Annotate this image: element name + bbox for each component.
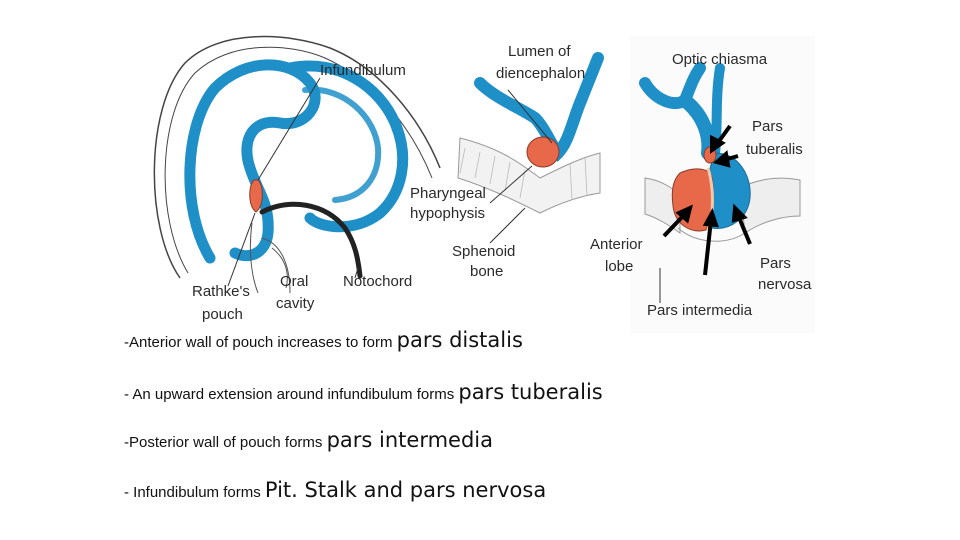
panel-embryo: Infundibulum Rathke's pouch Oral cavity … xyxy=(153,35,441,323)
panel-pharyngeal: Lumen of diencephalon Pharyngeal hypophy… xyxy=(410,43,604,280)
bullet-emphasis: Pit. Stalk and pars nervosa xyxy=(264,478,547,502)
bullet-emphasis: pars intermedia xyxy=(326,428,493,452)
label-pars-intermedia: Pars intermedia xyxy=(647,302,753,319)
bullet-item: -Anterior wall of pouch increases to for… xyxy=(124,328,523,352)
label-pars-tuberalis-2: tuberalis xyxy=(746,141,803,158)
panel-pituitary: Optic chiasma Pars tuberalis Anterior lo… xyxy=(590,36,815,333)
label-oral-cavity-2: cavity xyxy=(276,295,315,312)
arrow-group xyxy=(662,124,752,276)
bullet-item: -Posterior wall of pouch forms pars inte… xyxy=(124,428,493,452)
label-pars-nervosa-2: nervosa xyxy=(758,276,812,293)
bullet-item: - Infundibulum forms Pit. Stalk and pars… xyxy=(124,478,546,502)
label-pharyngeal-2: hypophysis xyxy=(410,205,485,222)
label-pars-nervosa-1: Pars xyxy=(760,255,791,272)
bullet-text: -Anterior wall of pouch increases to for… xyxy=(124,334,397,351)
label-lumen-1: Lumen of xyxy=(508,43,571,60)
label-rathkes-pouch-1: Rathke's xyxy=(192,283,250,300)
label-pharyngeal-1: Pharyngeal xyxy=(410,185,486,202)
label-infundibulum: Infundibulum xyxy=(320,62,406,79)
label-sphenoid-2: bone xyxy=(470,263,503,280)
label-oral-cavity-1: Oral xyxy=(280,273,308,290)
label-pars-tuberalis-1: Pars xyxy=(752,118,783,135)
bullet-text: - An upward extension around infundibulu… xyxy=(124,386,459,403)
label-rathkes-pouch-2: pouch xyxy=(202,306,243,323)
bullet-text: - Infundibulum forms xyxy=(124,484,265,501)
bullet-item: - An upward extension around infundibulu… xyxy=(124,380,603,404)
bullet-emphasis: pars distalis xyxy=(396,328,523,352)
label-anterior-lobe-1: Anterior xyxy=(590,236,643,253)
label-notochord: Notochord xyxy=(343,273,412,290)
label-lumen-2: diencephalon xyxy=(496,65,585,82)
figure-drawing: Infundibulum Rathke's pouch Oral cavity … xyxy=(153,35,815,333)
pituitary-development-figure: Infundibulum Rathke's pouch Oral cavity … xyxy=(140,28,815,333)
bullet-emphasis: pars tuberalis xyxy=(458,380,603,404)
label-optic-chiasma: Optic chiasma xyxy=(672,51,768,68)
bullet-text: -Posterior wall of pouch forms xyxy=(124,434,327,451)
label-sphenoid-1: Sphenoid xyxy=(452,243,515,260)
label-anterior-lobe-2: lobe xyxy=(605,258,633,275)
